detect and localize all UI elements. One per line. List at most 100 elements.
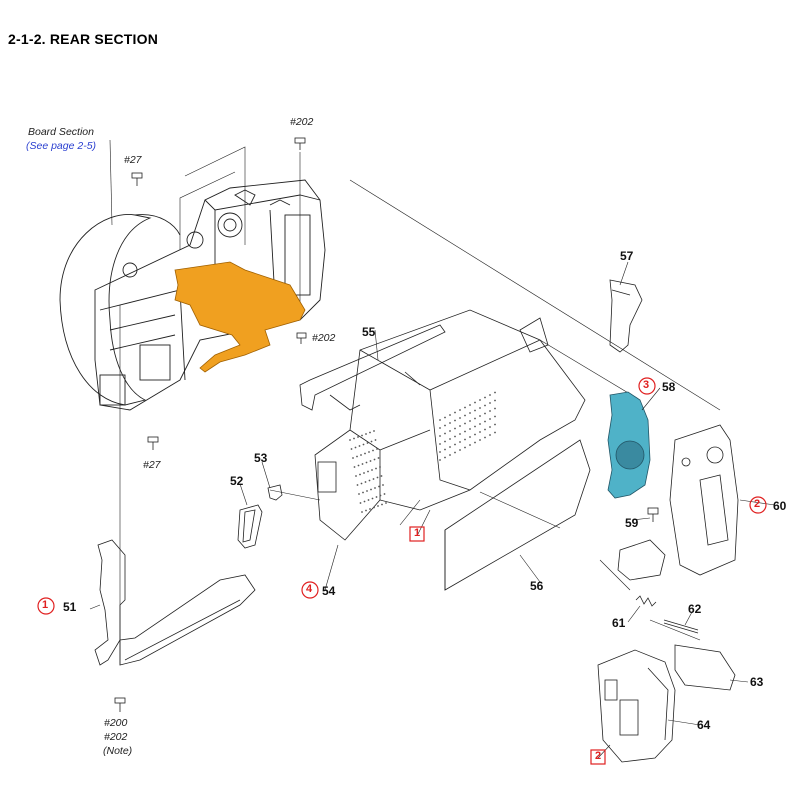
part-label-60: 60 [773,499,787,513]
part-54-mesh [349,391,496,513]
part-label-51: 51 [63,600,77,614]
leader-lines [89,139,776,759]
part-57 [609,279,643,353]
mesh-dot [489,394,491,396]
mesh-dot [373,430,375,432]
part-label-62: 62 [688,602,702,616]
screw-27-bottom [147,436,159,450]
part-label-54: 54 [322,584,336,598]
mesh-dot [361,511,363,513]
mesh-dot [374,487,376,489]
mesh-dot [354,446,357,449]
part-label-56: 56 [530,579,544,593]
mesh-dot [469,444,471,446]
mesh-dot [479,399,481,401]
marker-circle-2-text: 2 [754,498,761,510]
mesh-dot [378,485,380,488]
mesh-dot [469,412,471,414]
board-section-link[interactable]: (See page 2-5) [26,140,97,152]
mesh-dot [469,428,471,430]
part-56-sheet [444,439,591,591]
screw-202-mid [296,332,307,344]
mesh-dot [368,479,371,482]
mesh-dot [382,484,384,486]
mesh-dot [494,399,496,402]
mesh-dot [376,448,378,450]
mesh-dot [479,407,481,409]
mesh-dot [362,443,365,446]
mesh-dot [373,506,375,509]
marker-circle-4-text: 4 [306,583,313,595]
mesh-dot [358,493,360,495]
mesh-dot [449,422,451,424]
mesh-dot [469,404,471,406]
mesh-dot [369,431,371,434]
mesh-dot [479,439,481,441]
mesh-dot [494,431,496,434]
mesh-dot [479,423,481,425]
mesh-dot [379,494,382,497]
mesh-dot [439,419,441,421]
mesh-dot [383,493,386,495]
mesh-dot [474,401,476,404]
mesh-dot [479,415,481,417]
part-51-bracket [94,539,256,666]
mesh-dot [454,427,456,430]
mesh-dot [464,422,466,425]
mesh-dot [459,409,461,411]
mesh-dot [439,427,441,429]
mesh-dot [469,436,471,438]
mesh-dot [370,440,373,443]
part-label-59: 59 [625,516,639,530]
mesh-dot [377,457,380,459]
mesh-dot [444,448,446,451]
part-label-64: 64 [697,718,711,732]
board-section-label: Board Section [28,126,94,138]
mesh-dot [368,451,370,453]
hw-note: (Note) [103,745,133,757]
screw-200-bottom [114,697,126,712]
part-53 [267,484,283,501]
part-59-bracket [617,539,666,581]
mesh-dot [489,402,491,404]
mesh-dot [358,445,361,447]
hw-202-top: #202 [290,116,314,128]
part-55-rail [299,324,446,411]
mesh-dot [454,435,456,438]
part-label-55: 55 [362,325,376,339]
mesh-dot [459,449,461,451]
mesh-dot [380,475,383,477]
mesh-dot [464,446,466,449]
mesh-dot [367,499,370,501]
marker-circle-4 [301,581,319,599]
mesh-dot [365,461,368,464]
part-label-61: 61 [612,616,626,630]
mesh-dot [464,430,466,433]
mesh-dot [484,404,486,407]
mesh-dot [464,438,466,441]
mesh-dot [364,452,366,455]
part-54-frame [314,309,586,541]
mesh-dot [361,434,363,437]
mesh-dot [372,449,374,452]
marker-box-2-text: 2 [595,750,602,762]
mesh-dot [479,431,481,433]
mesh-dot [439,451,441,453]
mesh-dot [357,464,360,467]
marker-circle-1 [37,597,55,615]
mesh-dot [370,488,372,491]
mesh-dot [355,475,357,477]
marker-circle-2 [749,496,767,514]
mesh-dot [449,438,451,440]
mesh-dot [489,426,491,428]
mesh-dot [494,407,496,410]
mesh-dot [449,446,451,448]
mesh-dot [377,505,379,507]
mesh-dot [464,406,466,409]
mesh-dot [494,415,496,418]
mesh-dot [494,423,496,426]
marker-circle-3-text: 3 [643,379,650,391]
mesh-dot [444,440,446,443]
